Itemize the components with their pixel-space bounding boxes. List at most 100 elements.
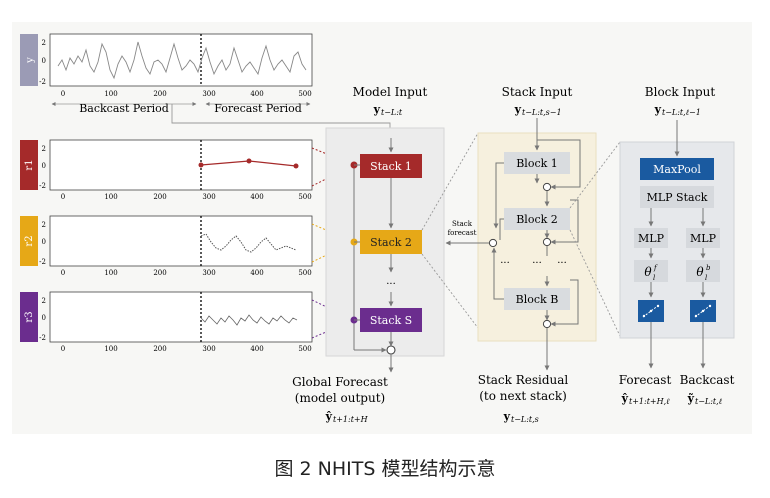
r3-xtick-500: 500 <box>298 345 311 353</box>
backcast-period-label: Backcast Period <box>79 102 169 115</box>
r1-plot: r1 2 0 -2 0 100 200 300 400 500 <box>20 139 313 201</box>
block-forecast-symbol: ŷ <box>621 392 629 405</box>
r3-tick-0: 0 <box>42 314 46 322</box>
block-input-symbol: y <box>654 103 662 116</box>
block-backcast-title: Backcast <box>680 373 735 387</box>
r3-plot-tag <box>20 292 38 342</box>
stack-2-label: Stack 2 <box>370 236 412 249</box>
stack-residual-subtitle: (to next stack) <box>479 389 567 403</box>
block-input-title: Block Input <box>645 85 716 99</box>
r3-tick-neg2: -2 <box>39 334 46 342</box>
y-xtick-100: 100 <box>104 90 117 98</box>
block-b-box <box>504 288 570 310</box>
stack-1-label: Stack 1 <box>370 160 412 173</box>
interpolation-forecast-icon <box>638 300 664 322</box>
mlp-stack-label: MLP Stack <box>647 191 708 204</box>
stack-s-label: Stack S <box>370 314 412 327</box>
stack-input-subscript: t−L:t,s−1 <box>522 108 562 117</box>
model-input-symbol: y <box>373 103 381 116</box>
r1-xtick-400: 400 <box>250 193 263 201</box>
r3-xtick-200: 200 <box>153 345 166 353</box>
stack-panel: Stack Input y t−L:t,s−1 Block 1 Block 2 … <box>445 85 597 424</box>
global-forecast-symbol: ŷ <box>325 410 333 423</box>
y-tick-0: 0 <box>42 57 46 65</box>
stack-forecast-label-1: Stack <box>452 220 473 228</box>
r3-xtick-100: 100 <box>104 345 117 353</box>
theta-f-sub: l <box>653 274 655 282</box>
mlp-left-label: MLP <box>638 232 665 245</box>
r2-tick-0: 0 <box>42 238 46 246</box>
block-backcast-subscript: t−L:t,ℓ <box>695 397 723 406</box>
r1-plot-tag <box>20 140 38 190</box>
figure-caption: 图 2 NHITS 模型结构示意 <box>274 458 496 480</box>
r1-plot-tag-label: r1 <box>24 159 35 170</box>
y-xtick-400: 400 <box>250 90 263 98</box>
model-dots: ··· <box>386 279 396 290</box>
y-xtick-200: 200 <box>153 90 166 98</box>
model-sum-node <box>386 345 396 355</box>
block-input-subscript: t−L:t,ℓ−1 <box>662 108 701 117</box>
mlp-right-box <box>686 228 720 248</box>
r2-xtick-300: 300 <box>202 269 215 277</box>
r3-tick-2: 2 <box>42 297 46 305</box>
r1-xtick-500: 500 <box>298 193 311 201</box>
stack-dots-3: ··· <box>557 258 567 269</box>
theta-b-box <box>686 260 720 282</box>
y-xtick-300: 300 <box>202 90 215 98</box>
block-2-label: Block 2 <box>516 213 558 226</box>
mlp-right-label: MLP <box>690 232 717 245</box>
theta-b-sup: b <box>706 264 711 272</box>
block-2-box <box>504 208 570 230</box>
r3-xtick-0: 0 <box>61 345 65 353</box>
r2-tick-neg2: -2 <box>39 258 46 266</box>
theta-f-sup: f <box>653 264 658 272</box>
r1-xtick-300: 300 <box>202 193 215 201</box>
stack-residual-symbol: y <box>503 410 511 423</box>
y-xtick-0: 0 <box>61 90 65 98</box>
r1-xtick-0: 0 <box>61 193 65 201</box>
stack-input-symbol: y <box>514 103 522 116</box>
interpolation-backcast-icon <box>690 300 716 322</box>
maxpool-label: MaxPool <box>653 163 701 176</box>
theta-f-symbol: θ <box>644 265 652 279</box>
r3-plot: r3 2 0 -2 0 100 200 300 400 500 <box>20 291 313 353</box>
r2-plot: r2 2 0 -2 0 100 200 300 400 500 <box>20 215 313 277</box>
stack-1-box <box>360 154 422 178</box>
r2-tick-2: 2 <box>42 221 46 229</box>
r2-xtick-0: 0 <box>61 269 65 277</box>
y-plot: y 2 0 -2 0 100 200 300 400 500 Backcast … <box>20 33 313 115</box>
stack-s-box <box>360 308 422 332</box>
r3-xtick-400: 400 <box>250 345 263 353</box>
block-forecast-subscript: t+1:t+H,ℓ <box>629 397 670 406</box>
y-tick-neg2: -2 <box>39 78 46 86</box>
y-tick-2: 2 <box>42 39 46 47</box>
stack-residual-subscript: t−L:t,s <box>511 415 539 424</box>
r1-tick-2: 2 <box>42 145 46 153</box>
r2-xtick-200: 200 <box>153 269 166 277</box>
r2-xtick-100: 100 <box>104 269 117 277</box>
y-plot-tag <box>20 34 38 86</box>
r1-tick-0: 0 <box>42 162 46 170</box>
theta-b-sub: l <box>705 274 707 282</box>
stack-input-title: Stack Input <box>502 85 573 99</box>
theta-f-box <box>634 260 668 282</box>
r3-plot-tag-label: r3 <box>24 311 35 322</box>
r1-xtick-100: 100 <box>104 193 117 201</box>
block-forecast-title: Forecast <box>619 373 672 387</box>
global-forecast-subscript: t+1:t+H <box>333 415 369 424</box>
maxpool-box <box>640 158 714 180</box>
mlp-left-box <box>634 228 668 248</box>
y-plot-tag-label: y <box>25 57 36 64</box>
forecast-period-label: Forecast Period <box>214 102 302 115</box>
block-1-box <box>504 152 570 174</box>
stack-dots-2: ··· <box>532 258 542 269</box>
r2-plot-tag-label: r2 <box>24 235 35 246</box>
r2-plot-tag <box>20 216 38 266</box>
r1-xtick-200: 200 <box>153 193 166 201</box>
theta-b-symbol: θ <box>696 265 704 279</box>
stack-residual-title: Stack Residual <box>478 373 569 387</box>
model-panel: Model Input y t−L:t Stack 1 Stack 2 Stac… <box>292 85 445 424</box>
r2-xtick-500: 500 <box>298 269 311 277</box>
